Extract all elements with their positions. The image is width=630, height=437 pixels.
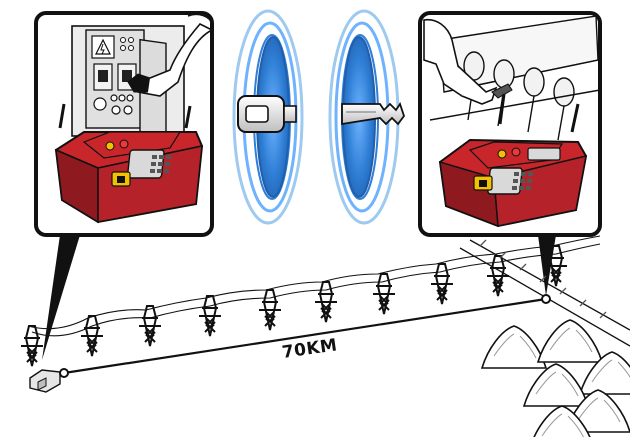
left-lockout-device: [54, 103, 204, 224]
conveyor-belt: [459, 239, 630, 347]
key-head-icon: [237, 95, 297, 133]
substation-icon: [29, 369, 61, 393]
power-wires: [27, 235, 601, 337]
key-blade-icon: [341, 101, 406, 126]
wireless-key-transfer: [232, 9, 406, 225]
conveyor-rollers: [429, 15, 601, 141]
left-callout-pointer: [42, 235, 80, 360]
transmission-line-scene: 70KM: [20, 235, 630, 437]
right-lockout-device: [438, 93, 588, 228]
right-worker-figure: [423, 18, 513, 105]
right-scene-panel: [418, 11, 602, 237]
worker-figure: [127, 13, 214, 97]
material-piles: [481, 319, 630, 437]
distance-measure: 70KM: [59, 294, 551, 378]
left-scene-panel: [34, 11, 214, 237]
